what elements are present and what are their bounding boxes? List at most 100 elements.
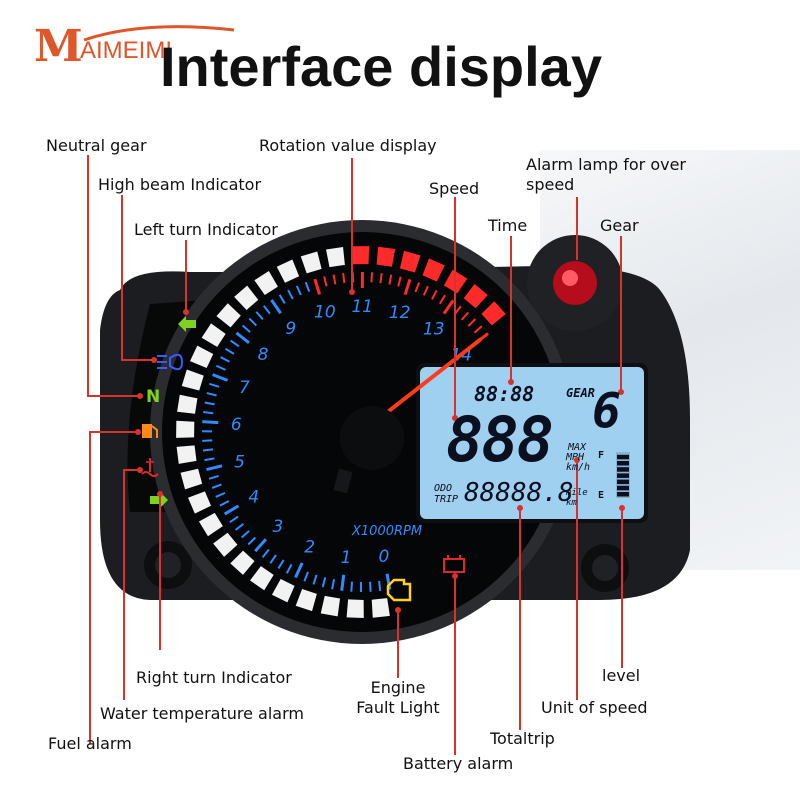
logo-swoosh-icon (83, 25, 235, 42)
rpm-tick (303, 571, 309, 582)
rpm-tick (224, 347, 235, 355)
rpm-segment (177, 394, 198, 414)
rpm-number: 2 (304, 538, 315, 558)
engine-icon (386, 578, 412, 602)
label-high-beam: High beam Indicator (98, 175, 262, 194)
label-left-turn: Left turn Indicator (134, 220, 278, 239)
lcd-unit-mile: mile (566, 488, 588, 498)
label-level: level (602, 666, 641, 685)
rpm-segment (176, 445, 197, 464)
rpm-tick (438, 294, 446, 305)
fuel-pump-icon (142, 424, 158, 438)
page-title: Interface display (160, 35, 602, 98)
rpm-tick (385, 573, 392, 590)
fuel-level-bar (616, 452, 630, 498)
rpm-number: 12 (389, 303, 411, 323)
label-gear: Gear (600, 216, 639, 235)
logo-initial: M (34, 21, 83, 72)
rpm-segment (326, 246, 345, 268)
rpm-tick (370, 272, 374, 283)
rpm-segment (176, 420, 195, 438)
rpm-tick (422, 285, 429, 296)
rpm-segment (463, 283, 488, 309)
rpm-number: 6 (231, 415, 242, 435)
rpm-tick (261, 548, 270, 559)
rpm-segment (276, 259, 300, 283)
rpm-tick (215, 364, 226, 371)
rpm-segment (188, 491, 212, 514)
rpm-tick (285, 563, 293, 574)
fuel-bar-segment (617, 454, 629, 460)
rpm-number: 1 (341, 548, 352, 568)
lcd-gear-label: GEAR (566, 386, 595, 400)
fuel-bar-segment (617, 485, 629, 491)
rpm-tick (442, 299, 455, 315)
rpm-tick (254, 538, 268, 553)
rpm-number: 10 (314, 303, 336, 323)
rpm-tick (460, 311, 470, 321)
rpm-tick (378, 580, 382, 592)
rpm-tick (331, 579, 336, 590)
lcd-screen (420, 367, 644, 519)
rpm-number: 11 (351, 297, 373, 317)
rpm-tick (270, 299, 282, 315)
fuel-bar-segment (617, 473, 629, 478)
rpm-number: 5 (234, 453, 245, 473)
rpm-segment (376, 246, 396, 267)
rpm-segment (190, 345, 214, 369)
rpm-segment (422, 258, 445, 282)
rpm-tick (323, 276, 328, 287)
rpm-number: 9 (285, 319, 296, 339)
rpm-tick-ring (201, 271, 490, 593)
rpm-segment (201, 323, 226, 347)
rpm-number: 3 (273, 517, 284, 537)
rpm-number: 8 (258, 345, 269, 365)
label-engine-fault: Engine Fault Light (356, 678, 440, 717)
lcd-trip-label: TRIP (434, 494, 459, 505)
rpm-tick (206, 392, 217, 397)
label-right-turn: Right turn Indicator (136, 668, 292, 687)
rpm-number: 7 (239, 378, 250, 398)
rpm-tick (202, 420, 219, 425)
rpm-segment (346, 599, 364, 618)
rpm-tick (287, 289, 294, 300)
lcd-unit-mph: MPH (566, 452, 585, 463)
rpm-tick (230, 339, 240, 348)
label-water-temp: Water temperature alarm (100, 704, 304, 723)
rpm-segment (481, 301, 506, 326)
rpm-unit-label: X1000RPM (351, 524, 422, 539)
rpm-tick (294, 562, 304, 579)
left-turn-arrow-icon (178, 316, 196, 332)
rpm-tick (414, 282, 420, 293)
rpm-tick (219, 500, 230, 507)
rpm-tick (234, 523, 245, 531)
lcd-fuel-e: E (598, 490, 605, 501)
lcd-gear-value: 6 (592, 383, 621, 439)
lcd-odometer: 88888.8 (464, 478, 574, 508)
rpm-tick (403, 278, 412, 296)
lcd-speed: 888 (446, 403, 554, 476)
rpm-tick (350, 581, 353, 592)
rpm-segment (234, 285, 259, 310)
rpm-segment (213, 532, 238, 557)
rpm-tick (278, 294, 286, 304)
rpm-tick (467, 318, 477, 327)
rpm-tick (209, 382, 220, 388)
rpm-segment (320, 595, 341, 617)
rpm-tick (388, 274, 393, 285)
label-totaltrip: Totaltrip (490, 729, 555, 748)
rpm-tick (369, 581, 372, 592)
lcd-time: 88:88 (474, 382, 535, 406)
rpm-tick (431, 290, 438, 300)
fuel-bar-segment (617, 479, 629, 485)
label-battery-alarm: Battery alarm (403, 754, 514, 773)
rpm-tick (202, 448, 214, 452)
rpm-tick (208, 474, 219, 480)
neutral-n-icon: N (146, 387, 160, 407)
rpm-number-ring: 01234567891011121314 (231, 297, 472, 568)
water-temp-icon (141, 458, 159, 477)
lcd-fuel-f: F (598, 450, 605, 461)
rpm-segment (295, 588, 317, 612)
rpm-segment (180, 468, 203, 490)
rpm-tick (220, 356, 230, 363)
